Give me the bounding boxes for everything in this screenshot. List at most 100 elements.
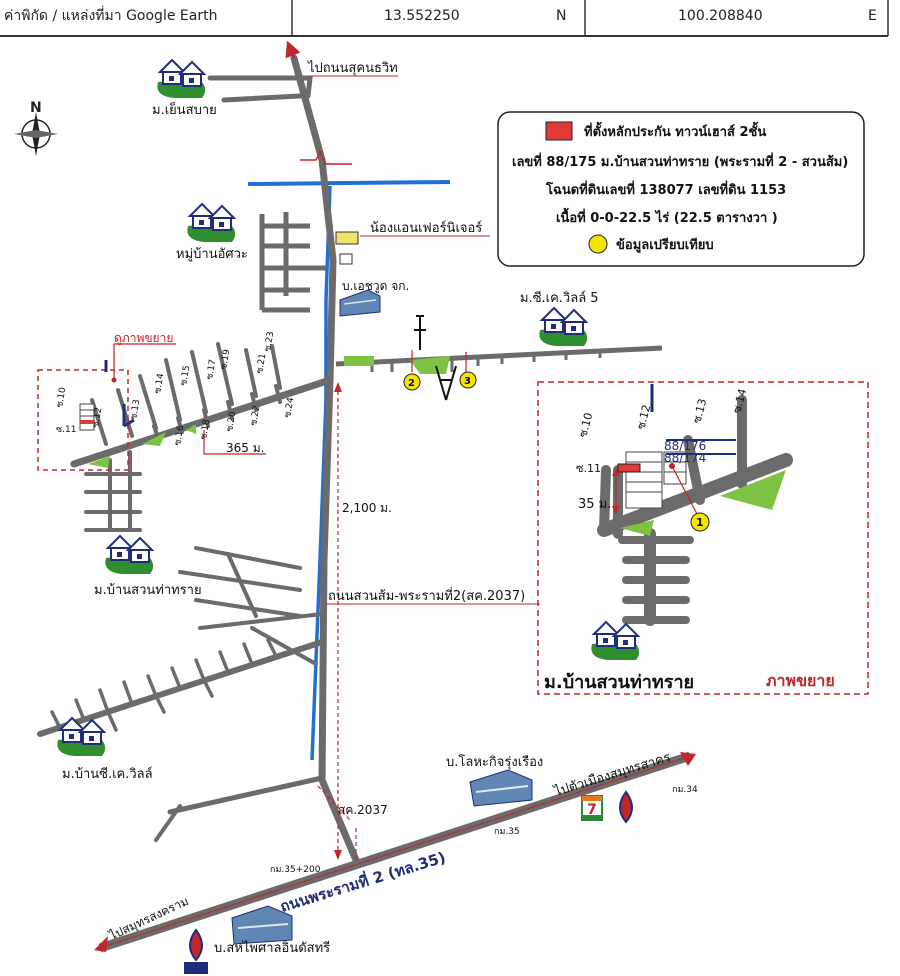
factory-icon-lohakit xyxy=(469,769,533,807)
inset-title: ม.บ้านสวนท่าทราย xyxy=(544,672,694,693)
soi-label: ซ.17 xyxy=(205,359,218,381)
label-seven: 7 xyxy=(587,802,597,818)
soi-label: ซ.11 xyxy=(56,425,76,435)
soi-labels: ซ.10 ซ.11 ซ.12 ซ.13 ซ.14 ซ.15 ซ.16 ซ.17 … xyxy=(55,331,296,447)
marker-2-label: 2 xyxy=(408,378,415,389)
inset-soi13: ซ.13 xyxy=(690,397,709,424)
inset-green-west xyxy=(620,520,654,536)
inset-frame xyxy=(537,381,869,695)
inset-subject-plot xyxy=(617,463,641,473)
soi-label: ซ.20 xyxy=(225,410,238,432)
cv5-house-icon xyxy=(538,307,589,347)
legend-line-4: เนื้อที่ 0-0-22.5 ไร่ (22.5 ตารางวา ) xyxy=(556,207,778,226)
longitude-direction: E xyxy=(868,8,877,24)
soi-label: ซ.10 xyxy=(55,386,68,408)
compass-north-label: N xyxy=(30,100,42,116)
north-arrow-road xyxy=(285,40,301,59)
legend-line-1: ที่ตั้งหลักประกัน ทาวน์เฮาส์ 2ชั้น xyxy=(584,121,766,140)
inset-enlarged-label: ภาพขยาย xyxy=(766,671,835,690)
soi-label: ซ.16 xyxy=(173,424,186,446)
tower-icon xyxy=(414,315,457,401)
factory-icon-hwood xyxy=(339,289,381,317)
compass-icon xyxy=(14,112,58,156)
east-road xyxy=(335,345,663,372)
inset-soi14: ซ.14 xyxy=(730,387,749,414)
coordinate-source-label: ค่าพิกัด / แหล่งที่มา Google Earth xyxy=(4,8,218,24)
inset-house-88-176: 88/176 xyxy=(664,439,706,453)
inset-soi10: ซ.10 xyxy=(576,411,595,438)
inset-green-east xyxy=(720,470,786,510)
southwest-road xyxy=(37,638,325,737)
south-roads xyxy=(154,775,325,842)
ptt-icon-east xyxy=(619,790,633,824)
label-asawa: หมู่บ้านอัศวะ xyxy=(176,247,248,262)
label-lohakit: บ.โลหะกิจรุ่งเรือง xyxy=(446,754,543,770)
inset-house-icon xyxy=(590,621,641,661)
factory-icon-sahaphat xyxy=(231,905,293,945)
bridge-mark xyxy=(300,150,352,165)
soi-label: ซ.19 xyxy=(219,348,232,370)
soi-label: ซ.14 xyxy=(153,372,166,394)
inset-soi11: ซ.11 xyxy=(576,462,601,475)
label-road-suansom: ถนนสวนส้ม-พระรามที่2(สค.2037) xyxy=(328,587,525,604)
suan-tha-sai-house-icon xyxy=(104,535,155,575)
label-sk2037: สค.2037 xyxy=(338,803,388,817)
label-2100m: 2,100 ม. xyxy=(342,501,392,515)
km-post-icon xyxy=(339,253,353,265)
inset-35m: 35 ม. xyxy=(578,497,611,512)
coordinate-header: ค่าพิกัด / แหล่งที่มา Google Earth 13.55… xyxy=(0,0,900,36)
legend-line-5: ข้อมูลเปรียบเทียบ xyxy=(616,237,714,253)
soi-label: ซ.12 xyxy=(91,407,104,429)
label-h-wood: บ.เอชวูด จก. xyxy=(342,279,409,294)
legend-box xyxy=(497,111,865,267)
middle-roads xyxy=(178,546,324,666)
header-grid xyxy=(0,0,889,37)
soi-label: ซ.24 xyxy=(283,396,296,418)
legend-text: ที่ตั้งหลักประกัน ทาวน์เฮาส์ 2ชั้น เลขที… xyxy=(512,121,848,253)
yen-sabai-house-icon xyxy=(156,59,207,99)
marker-3-label: 3 xyxy=(464,376,471,387)
inset-soi12: ซ.12 xyxy=(634,403,653,430)
soi-label: ซ.21 xyxy=(255,353,268,375)
asawa-roads xyxy=(259,212,326,313)
marker-2 xyxy=(403,350,421,391)
inset-labels: ซ.10 ซ.11 ซ.12 ซ.13 ซ.14 88/176 88/174 3… xyxy=(544,387,835,693)
west-road xyxy=(70,342,334,532)
label-enlarge-point: ดูภาพขยาย xyxy=(114,331,173,346)
legend-line-2: เลขที่ 88/175 ม.บ้านสวนท่าทราย (พระรามที… xyxy=(512,152,848,170)
label-to-samutsakhon: ไปตัวเมืองสมุทรสาคร xyxy=(552,749,673,800)
rama2-highway xyxy=(94,751,696,953)
inset-roads xyxy=(597,395,793,626)
label-km34: กม.34 xyxy=(672,785,698,795)
label-365m: 365 ม. xyxy=(226,441,264,455)
inset-rows xyxy=(625,451,687,509)
label-nong-ann: น้องแอนเฟอร์นิเจอร์ xyxy=(370,220,482,236)
soi-label: ซ.18 xyxy=(199,418,212,440)
shop-icon xyxy=(335,231,359,245)
label-cv5: ม.ซี.เค.วิลล์ 5 xyxy=(520,290,599,306)
inset-marker-1 xyxy=(690,512,710,532)
longitude-value: 100.208840 xyxy=(678,8,763,24)
label-km35-200: กม.35+200 xyxy=(270,865,321,875)
soi-label: ซ.23 xyxy=(263,331,276,353)
label-sahaphat: บ.สหไพศาลอินดัสทรี xyxy=(214,940,330,956)
ptt-icon-west xyxy=(184,928,208,974)
west-green-2 xyxy=(88,456,110,468)
label-yen-sabai: ม.เย็นสบาย xyxy=(152,100,217,118)
legend-comparison-swatch xyxy=(588,234,608,254)
label-suan-tha-sai: ม.บ้านสวนท่าทราย xyxy=(94,583,202,598)
asawa-house-icon xyxy=(186,203,237,243)
east-green-plot xyxy=(410,356,450,374)
latitude-direction: N xyxy=(556,8,567,24)
east-green-area xyxy=(344,356,374,366)
legend-line-3: โฉนดที่ดินเลขที่ 138077 เลขที่ดิน 1153 xyxy=(545,180,786,198)
soi-label: ซ.15 xyxy=(179,365,192,387)
label-to-sukhumvit: ไปถนนสุคนธวิท xyxy=(307,60,398,76)
inset-house-88-174: 88/174 xyxy=(664,451,706,465)
label-cv: ม.บ้านซี.เค.วิลล์ xyxy=(62,766,153,782)
soi-label: ซ.13 xyxy=(129,399,142,421)
marker-1-label: 1 xyxy=(696,516,704,529)
west-green-1 xyxy=(142,432,166,446)
main-road xyxy=(207,54,360,864)
